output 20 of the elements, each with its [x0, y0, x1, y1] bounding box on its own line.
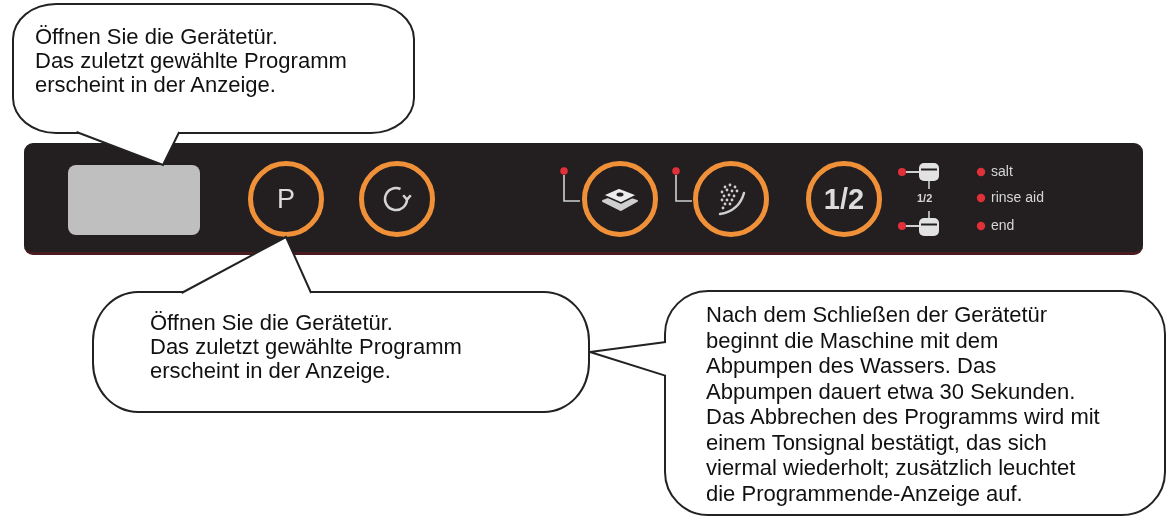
half-load-button: 1/2: [806, 161, 882, 237]
bubble-text: Das zuletzt gewählte Programm erscheint in der Anzeige.: [35, 49, 348, 97]
indicator-label: end: [991, 217, 1015, 233]
level-label: 1/2: [917, 192, 933, 204]
tablet-button: [582, 161, 658, 237]
callout-pointer: [75, 131, 181, 167]
bubble-text: Öffnen Sie die Gerätetür.: [35, 25, 279, 49]
callout-pointer: [589, 341, 667, 377]
bubble-text: Öffnen Sie die Gerätetür.: [150, 311, 394, 335]
indicator-label: rinse aid: [991, 189, 1044, 205]
restart-button: [359, 161, 435, 237]
spray-button: [693, 161, 769, 237]
bubble-text: Das zuletzt gewählte Programm erscheint in der Anzeige.: [150, 335, 463, 383]
callout-pointer: [180, 235, 313, 294]
control-panel: [24, 143, 1143, 255]
indicator-label: salt: [991, 163, 1013, 179]
display-screen: [68, 165, 200, 235]
speech-bubble: [664, 290, 1166, 516]
program-button: P: [248, 161, 324, 237]
bubble-text: Nach dem Schließen der Gerätetür beginnt die Maschine mit dem Abpumpen des Wassers. Das Abpumpen dauert etwa 30 Sekunden. Das Abbrechen des Programms wird mit einem Tonsignal bestätigt, das sich viermal wiederholt; zusätzlich leuchtet die Programmende-Anzeige auf.: [706, 302, 1101, 506]
